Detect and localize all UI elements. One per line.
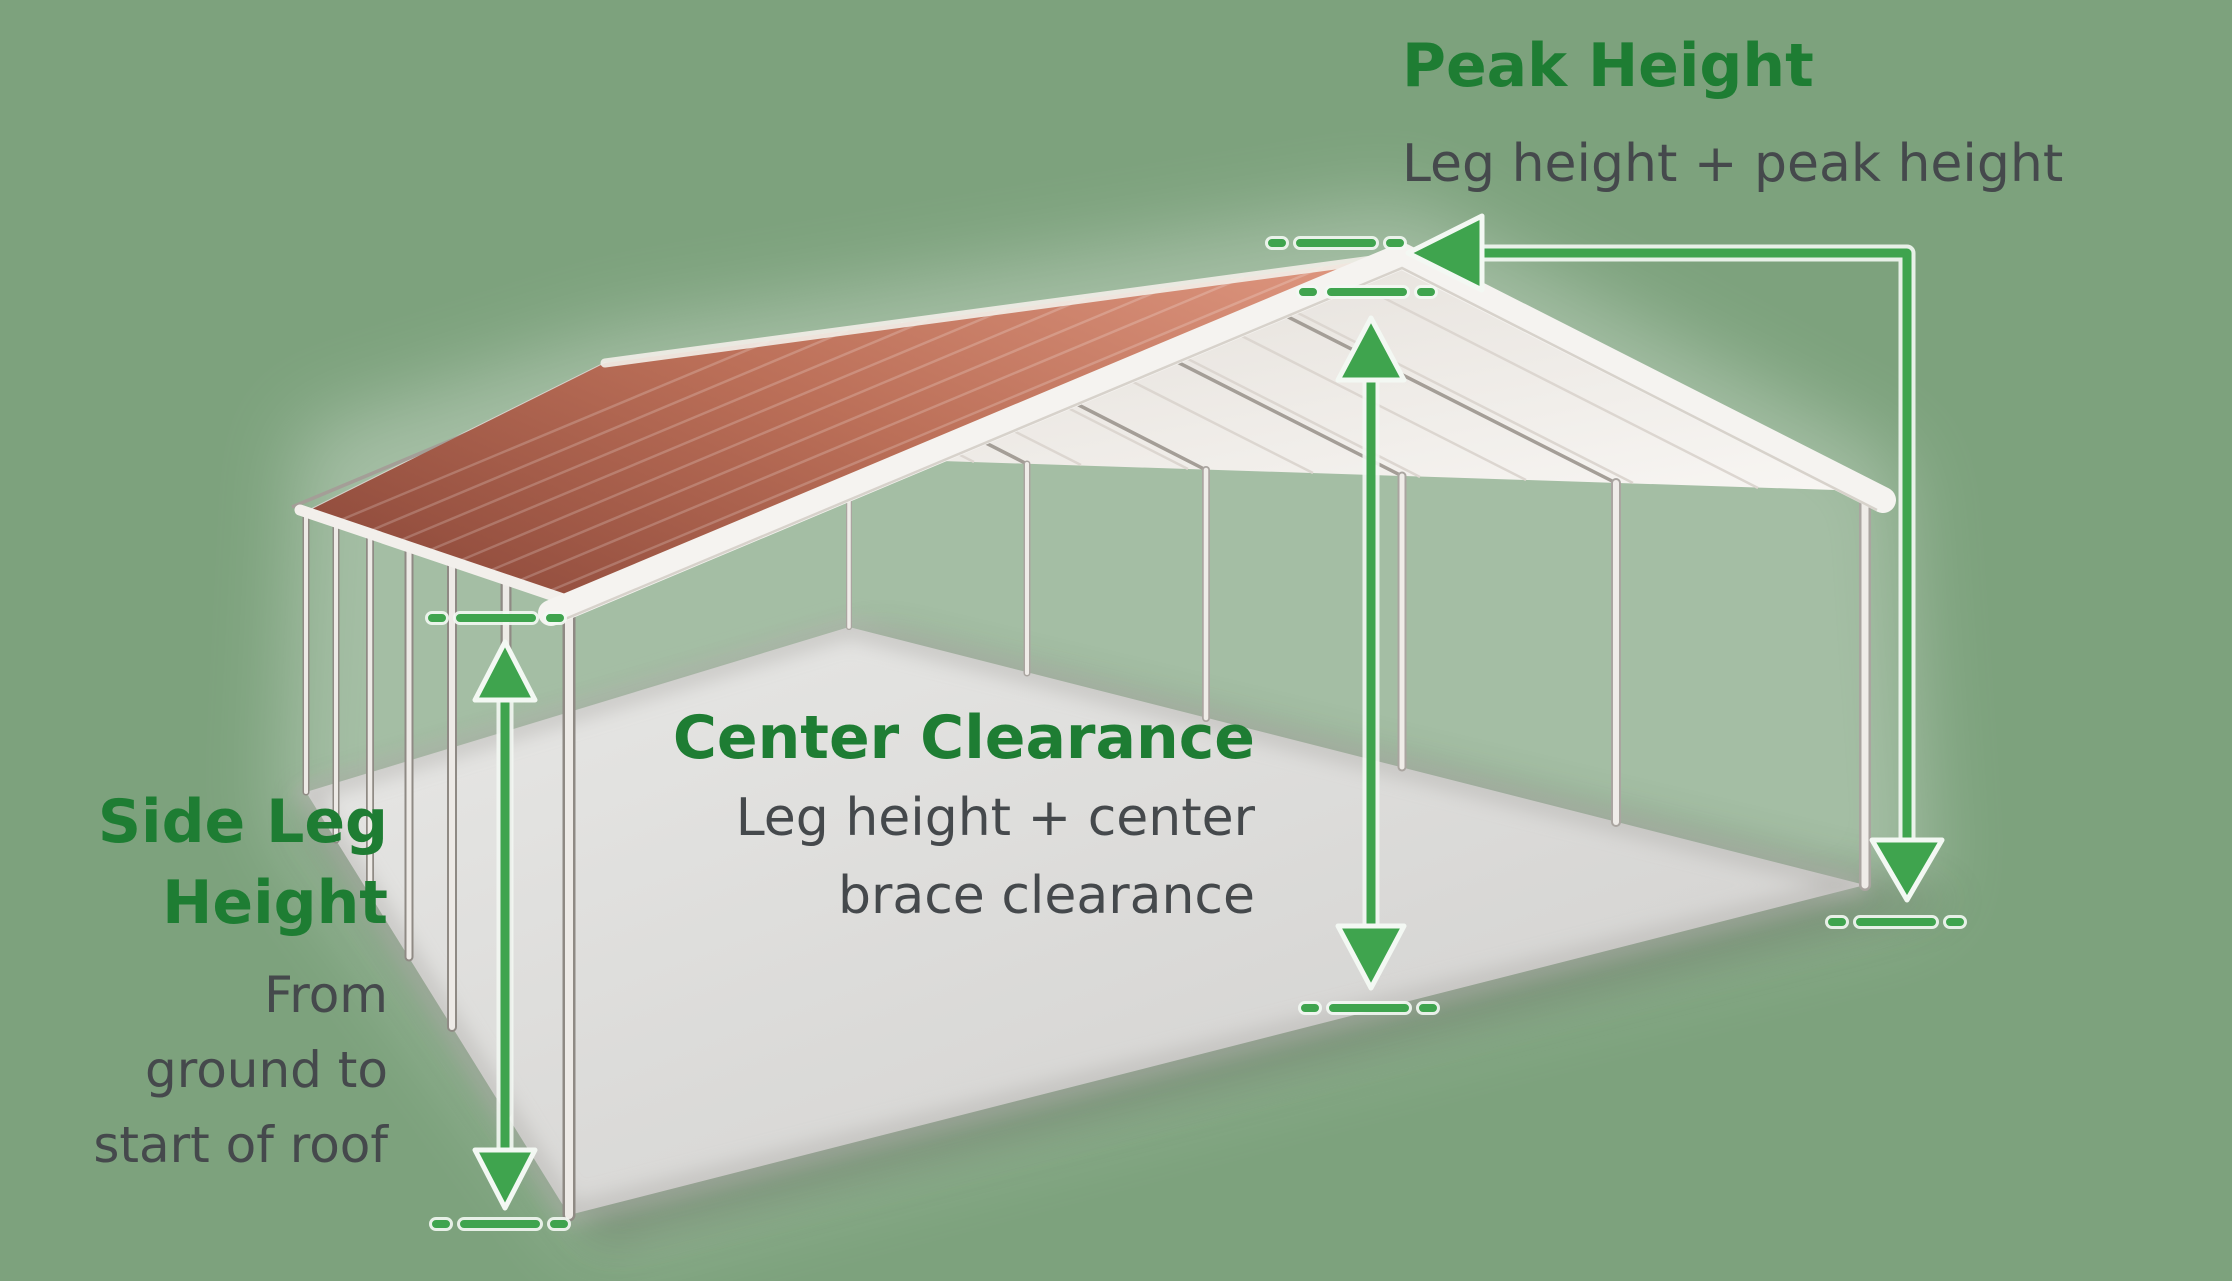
center-arrowhead-up — [1335, 315, 1407, 383]
ridge-cap — [600, 251, 1407, 368]
red-roof — [294, 251, 1407, 609]
side-leg-height-title-line1: Side Leg — [97, 787, 388, 857]
dash-marks — [425, 236, 1995, 1231]
side-leg-height-subtitle-line3: start of roof — [93, 1116, 388, 1174]
side-leg-height-subtitle-line2: ground to — [145, 1041, 388, 1099]
side-leg-height-title-line2: Height — [162, 868, 388, 938]
side-leg-arrow — [472, 639, 538, 1211]
peak-height-arrow — [1405, 213, 1945, 903]
center-arrowhead-down — [1335, 923, 1407, 991]
measurement-overlay — [425, 213, 1995, 1231]
side-leg-height-subtitle-line1: From — [264, 966, 388, 1024]
peak-height-label: Peak Height Leg height + peak height — [1402, 26, 2063, 203]
side-arrowhead-up — [472, 639, 538, 703]
side-leg-height-title: Side Leg Height — [28, 782, 388, 944]
center-clearance-subtitle: Leg height + center brace clearance — [500, 779, 1255, 935]
center-clearance-subtitle-line1: Leg height + center — [735, 788, 1255, 848]
side-leg-height-subtitle: From ground to start of roof — [28, 958, 388, 1183]
center-clearance-subtitle-line2: brace clearance — [837, 866, 1255, 926]
left-eave-fascia — [294, 504, 581, 609]
center-clearance-label: Center Clearance Leg height + center bra… — [500, 698, 1255, 935]
side-arrowhead-down — [472, 1147, 538, 1211]
peak-height-subtitle: Leg height + peak height — [1402, 134, 2064, 194]
peak-arrowhead-left — [1405, 213, 1485, 293]
peak-height-title: Peak Height — [1402, 31, 1814, 101]
front-roof-trim — [538, 243, 1896, 626]
center-clearance-arrow — [1335, 315, 1407, 991]
center-clearance-title: Center Clearance — [672, 703, 1255, 773]
side-leg-height-label: Side Leg Height From ground to start of … — [28, 782, 388, 1183]
peak-arrowhead-down — [1869, 837, 1945, 903]
